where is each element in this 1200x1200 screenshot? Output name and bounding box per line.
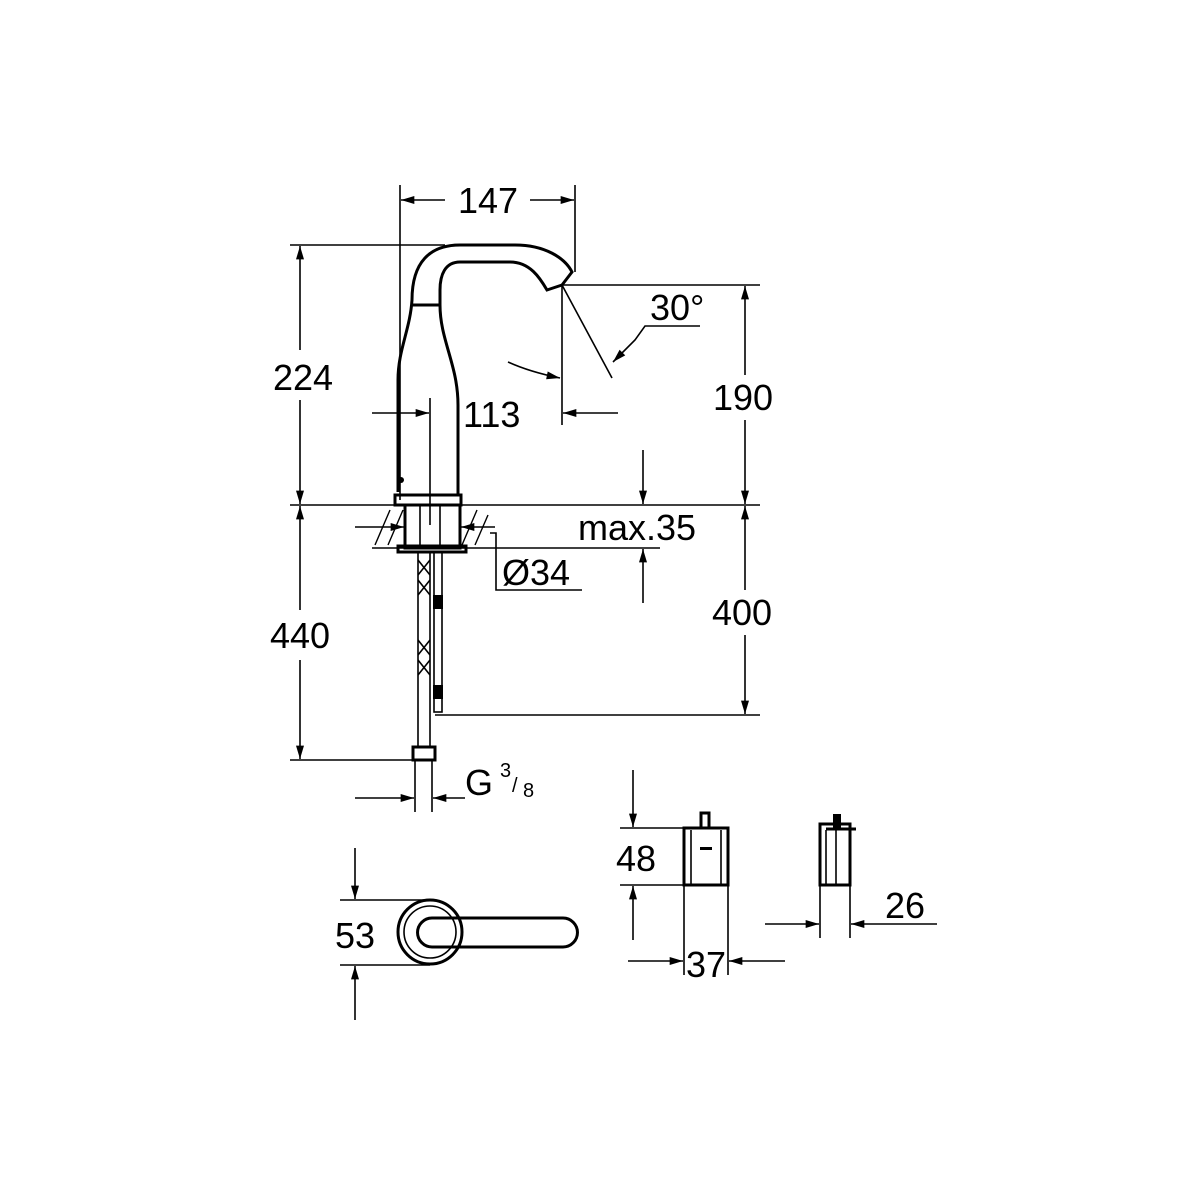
dim-label-53: 53 (335, 915, 375, 956)
fraction-slash: / (512, 775, 518, 797)
dim-label-48: 48 (616, 838, 656, 879)
dim-label-max-35: max.35 (578, 507, 696, 548)
dim-label-g: G (465, 762, 493, 803)
dim-224-440: 224 440 (270, 244, 760, 761)
dim-label-g-denominator: 8 (523, 780, 534, 802)
dim-190-400: 190 400 (435, 286, 773, 716)
dim-label-147: 147 (458, 180, 518, 221)
dim-label-440: 440 (270, 615, 330, 656)
control-box-front: 48 37 (616, 770, 785, 985)
dim-label-diameter-34: Ø34 (502, 552, 570, 593)
dim-g-3-8: G 3 / 8 (355, 760, 534, 812)
supply-hoses (411, 551, 443, 762)
dim-label-190: 190 (713, 377, 773, 418)
dim-30-degree: 30° (507, 284, 760, 425)
dim-label-113: 113 (463, 394, 520, 435)
dim-label-30-degree: 30° (650, 287, 704, 328)
dim-label-g-numerator: 3 (500, 760, 511, 782)
dim-147: 147 (399, 180, 576, 500)
dim-53-handle: 53 (335, 848, 579, 1020)
dim-label-400: 400 (712, 592, 772, 633)
dim-label-26: 26 (885, 885, 925, 926)
control-box-side: 26 (765, 814, 937, 938)
dim-label-37: 37 (686, 944, 726, 985)
dim-label-224: 224 (273, 357, 333, 398)
countertop-section: max.35 Ø34 (355, 450, 696, 603)
dim-113: 113 (372, 394, 618, 525)
